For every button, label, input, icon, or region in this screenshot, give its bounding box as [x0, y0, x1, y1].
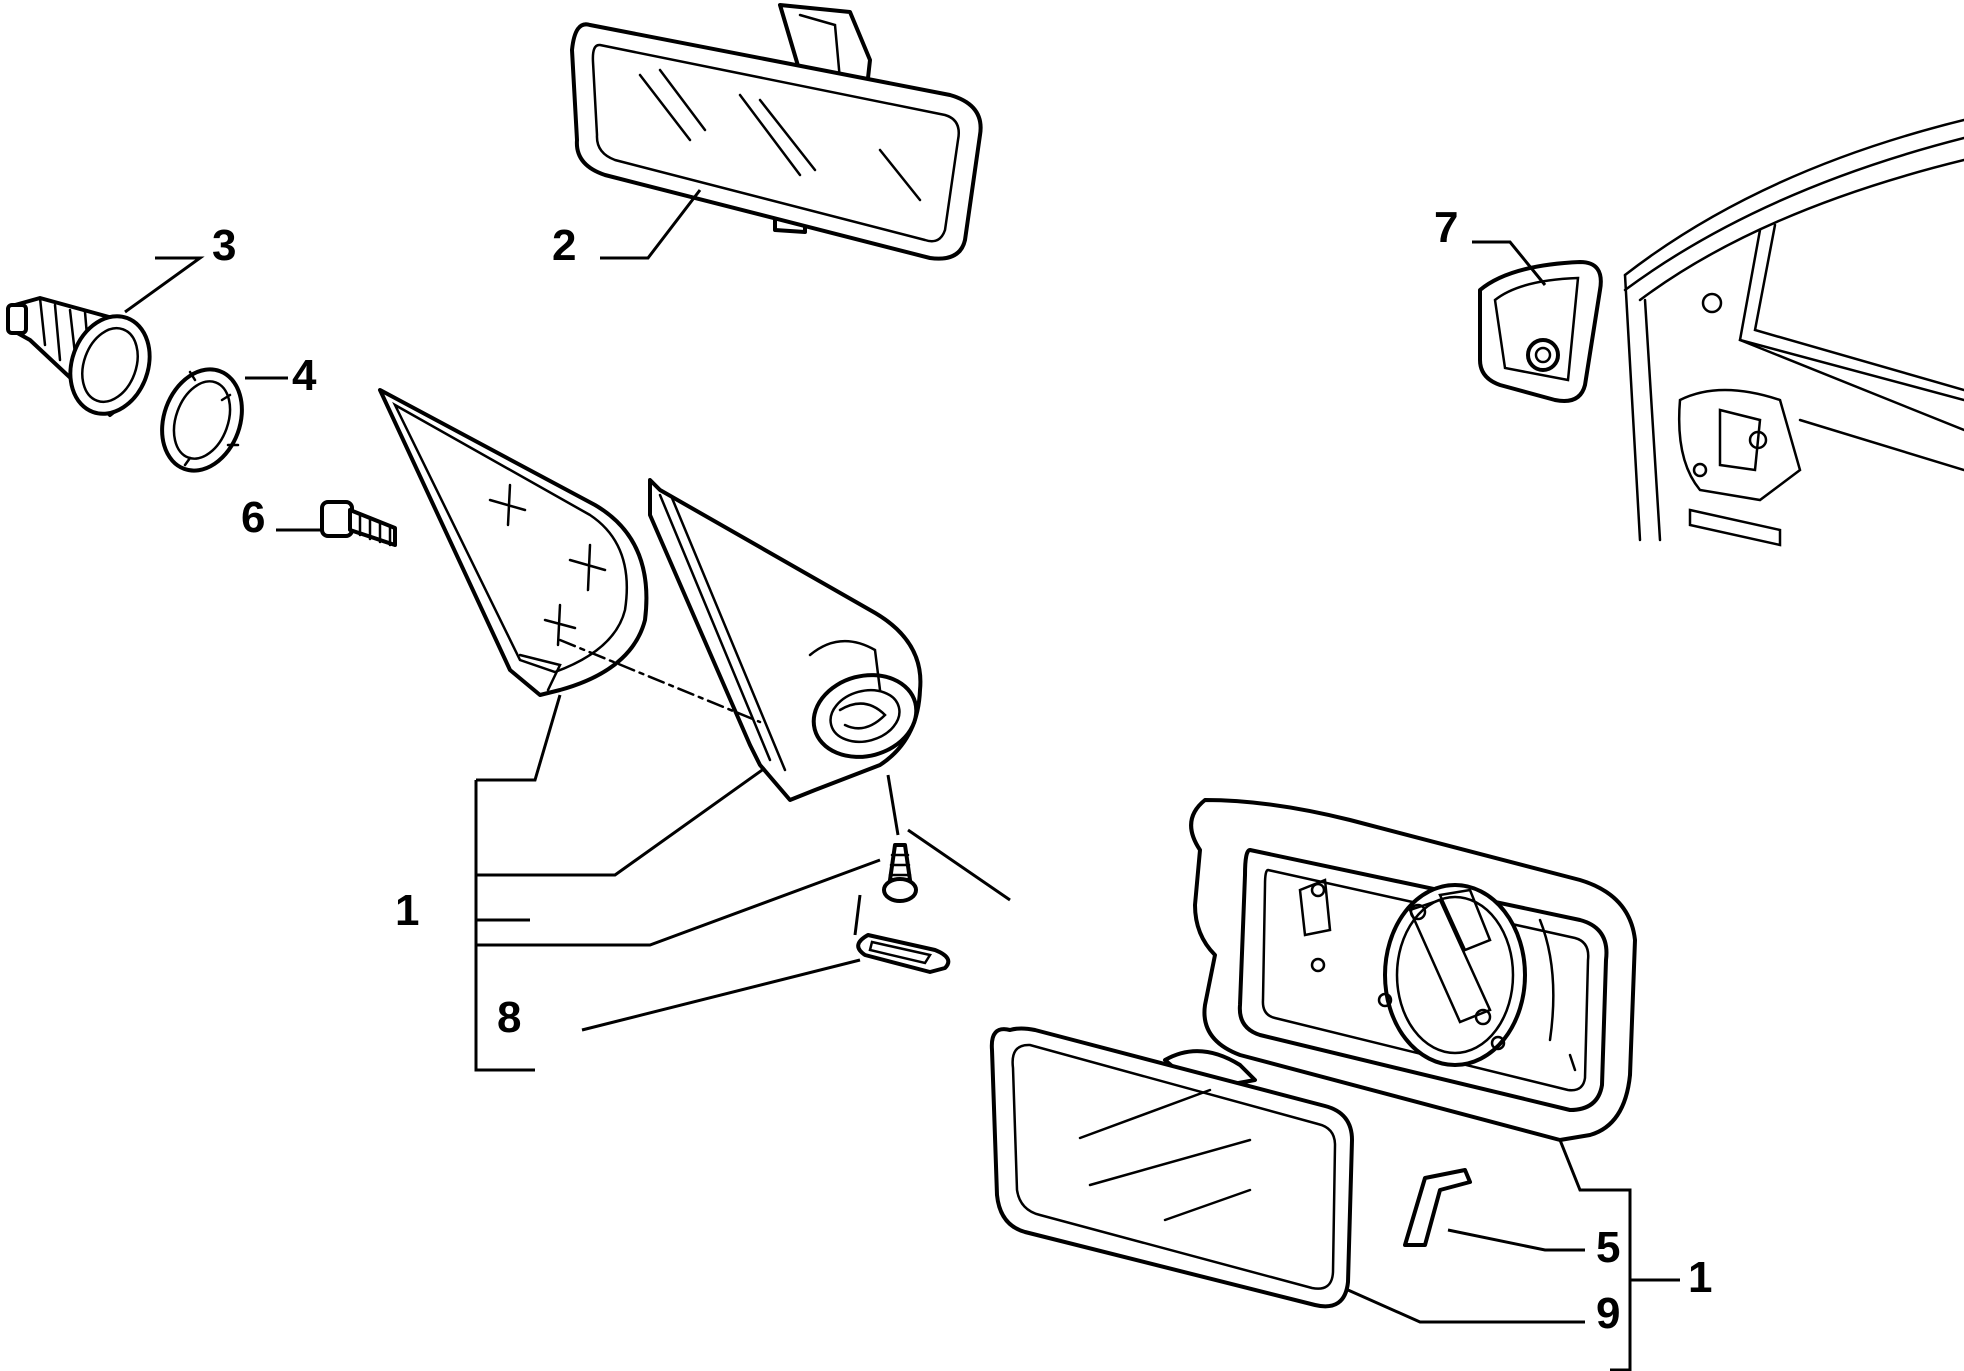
callout-4: 4 — [292, 351, 317, 400]
grommet — [6, 296, 152, 417]
callout-7: 7 — [1434, 203, 1458, 252]
exterior-mirror-housing — [1189, 798, 1637, 1142]
ring-clip — [160, 367, 244, 473]
callout-9: 9 — [1596, 1289, 1620, 1338]
mirror-arm-bracket — [558, 478, 923, 802]
door-trim-cover — [1478, 260, 1603, 403]
callout-2: 2 — [552, 221, 576, 270]
callout-labels: 2 3 4 6 7 1 8 5 9 1 — [212, 203, 1712, 1338]
callout-1-right: 1 — [1688, 1253, 1712, 1302]
spring-clip — [1403, 1168, 1472, 1247]
oval-seal — [856, 933, 951, 974]
bolt — [320, 500, 397, 547]
mirror-glass — [989, 1026, 1354, 1309]
callout-8: 8 — [497, 993, 521, 1042]
callout-1-left: 1 — [395, 886, 419, 935]
callout-5: 5 — [1596, 1223, 1620, 1272]
car-door-frame — [1623, 118, 1964, 547]
callout-6: 6 — [241, 493, 265, 542]
callout-3: 3 — [212, 221, 236, 270]
rear-view-mirror — [570, 3, 983, 261]
mirror-base-plate — [378, 388, 649, 697]
self-tapping-screw — [882, 843, 918, 903]
leader-lines — [124, 189, 1680, 1371]
